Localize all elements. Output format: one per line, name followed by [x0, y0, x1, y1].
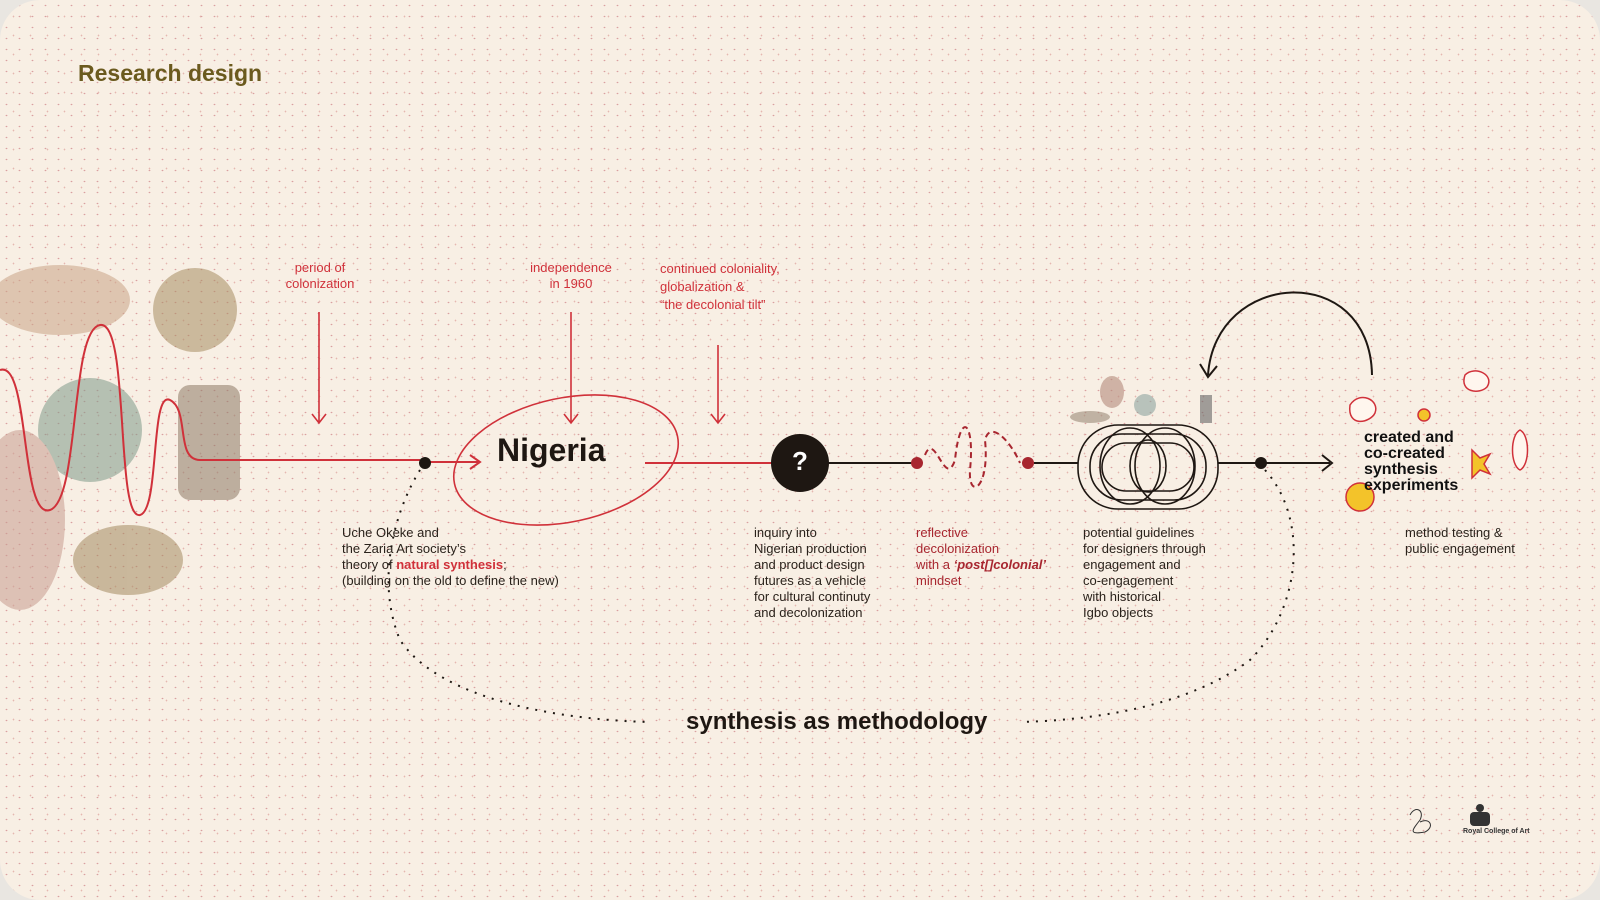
red-squiggle-line [0, 323, 420, 516]
natural-synthesis-emphasis: natural synthesis [396, 557, 504, 572]
nigeria-label: Nigeria [497, 432, 606, 468]
question-circle [771, 434, 829, 492]
line: with a ‘post[]colonial’ [916, 557, 1046, 573]
line: Igbo objects [1083, 605, 1154, 620]
line: synthesis [1364, 461, 1438, 478]
question-mark: ? [792, 446, 808, 476]
postcolonial-emphasis: ‘post[]colonial’ [953, 557, 1047, 572]
line: the Zaria Art society’s [342, 541, 467, 556]
line: “the decolonial tilt” [660, 297, 766, 312]
line: experiments [1364, 477, 1459, 494]
line: for designers through [1083, 541, 1206, 556]
line: continued coloniality, [660, 261, 780, 276]
line: in 1960 [549, 276, 593, 291]
line: and decolonization [754, 605, 863, 620]
node-text-okeke: Uche Okeke and the Zaria Art society’s t… [342, 525, 559, 589]
vessels-photo [1070, 376, 1212, 423]
line: and product design [754, 557, 865, 572]
line: Uche Okeke and [342, 525, 439, 540]
line: colonization [285, 276, 355, 291]
line: independence [530, 260, 612, 275]
line: futures as a vehicle [754, 573, 867, 588]
igbo-objects-collage [0, 265, 240, 610]
line: potential guidelines [1083, 525, 1195, 540]
line: engagement and [1083, 557, 1181, 572]
nigeria-circle [452, 394, 680, 526]
node-text-inquiry: inquiry into Nigerian production and pro… [754, 525, 870, 621]
experiment-doodles [1345, 370, 1529, 512]
line: theory of natural synthesis; [342, 557, 559, 573]
text: theory of [342, 557, 397, 572]
node-text-reflective: reflective decolonization with a ‘post[]… [916, 525, 1046, 589]
line: method testing & [1405, 525, 1503, 540]
node-text-method: method testing & public engagement [1405, 525, 1515, 557]
line: with historical [1083, 589, 1162, 604]
feedback-loop-arrow [1199, 291, 1373, 379]
down-arrows [311, 312, 726, 425]
line: Nigerian production [754, 541, 867, 556]
synthesis-methodology-label: synthesis as methodology [686, 708, 988, 735]
reflective-dashed-squiggle [924, 426, 1021, 488]
annotation-colonization: period of colonization [270, 260, 370, 292]
line: decolonization [916, 541, 1000, 556]
text: with a [916, 557, 954, 572]
page-title: Research design [78, 60, 263, 86]
annotation-independence: independence in 1960 [516, 260, 626, 292]
line: (building on the old to define the new) [342, 573, 559, 588]
rca-logo-text: Royal College of Art [1463, 828, 1530, 835]
line: co-created [1364, 445, 1445, 462]
line: inquiry into [754, 525, 817, 540]
line: created and [1364, 429, 1454, 446]
line: mindset [916, 573, 962, 588]
line: globalization & [660, 279, 745, 294]
overlapping-circles-icon [1077, 424, 1219, 510]
text: ; [503, 557, 507, 572]
dotted-arc-right [1019, 469, 1295, 723]
rca-crest-logo [1470, 804, 1490, 826]
dotted-arc-left [387, 469, 651, 723]
line: for cultural continuty [754, 589, 871, 604]
annotation-coloniality: continued coloniality, globalization & “… [660, 260, 780, 314]
created-experiments-label: created and co-created synthesis experim… [1364, 430, 1458, 494]
line: period of [294, 260, 346, 275]
signature-logo [1409, 809, 1431, 834]
node-text-guidelines: potential guidelines for designers throu… [1083, 525, 1206, 621]
line: reflective [916, 525, 969, 540]
line: co-engagement [1083, 573, 1174, 588]
line: public engagement [1405, 541, 1515, 556]
node-okeke [419, 457, 431, 469]
